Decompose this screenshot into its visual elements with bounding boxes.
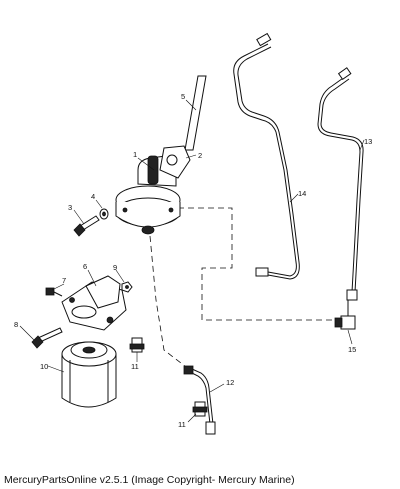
screw-7 — [45, 287, 63, 297]
fuel-system-parts-diagram: 1 2 3 4 5 6 7 8 9 10 11 11 12 13 14 15 — [14, 32, 372, 435]
callout-5: 5 — [181, 92, 185, 101]
filter-head-6 — [61, 275, 127, 331]
fitting-11-lower — [192, 401, 208, 417]
callout-14: 14 — [298, 189, 306, 198]
callout-4: 4 — [91, 192, 95, 201]
callout-1: 1 — [133, 150, 137, 159]
callout-10: 10 — [40, 362, 48, 371]
push-rod-5 — [184, 75, 207, 151]
hose-route-2 — [149, 235, 191, 371]
fuel-line-14 — [233, 32, 300, 280]
nut-9 — [121, 281, 133, 293]
bolt-8 — [31, 327, 63, 349]
callout-3: 3 — [68, 203, 72, 212]
image-caption: MercuryPartsOnline v2.5.1 (Image Copyrig… — [4, 474, 295, 486]
gasket-2 — [159, 145, 191, 179]
washer-4 — [99, 208, 109, 220]
callout-7: 7 — [62, 276, 66, 285]
callout-6: 6 — [83, 262, 87, 271]
callout-8: 8 — [14, 320, 18, 329]
leader-lines — [19, 99, 365, 423]
bolt-3 — [73, 215, 100, 237]
fitting-11-upper — [129, 337, 145, 353]
fuel-pump-1 — [115, 155, 181, 235]
fuel-filter-10 — [61, 341, 117, 408]
callout-11-upper: 11 — [131, 362, 139, 371]
fuel-line-12 — [183, 365, 216, 435]
callout-11-lower: 11 — [178, 420, 186, 429]
callout-12: 12 — [226, 378, 234, 387]
hose-route — [178, 207, 336, 321]
callout-13: 13 — [364, 137, 372, 146]
elbow-fitting-15 — [334, 300, 356, 330]
callout-2: 2 — [198, 151, 202, 160]
callout-9: 9 — [113, 263, 117, 272]
callout-15: 15 — [348, 345, 356, 354]
fuel-line-13 — [317, 67, 364, 301]
